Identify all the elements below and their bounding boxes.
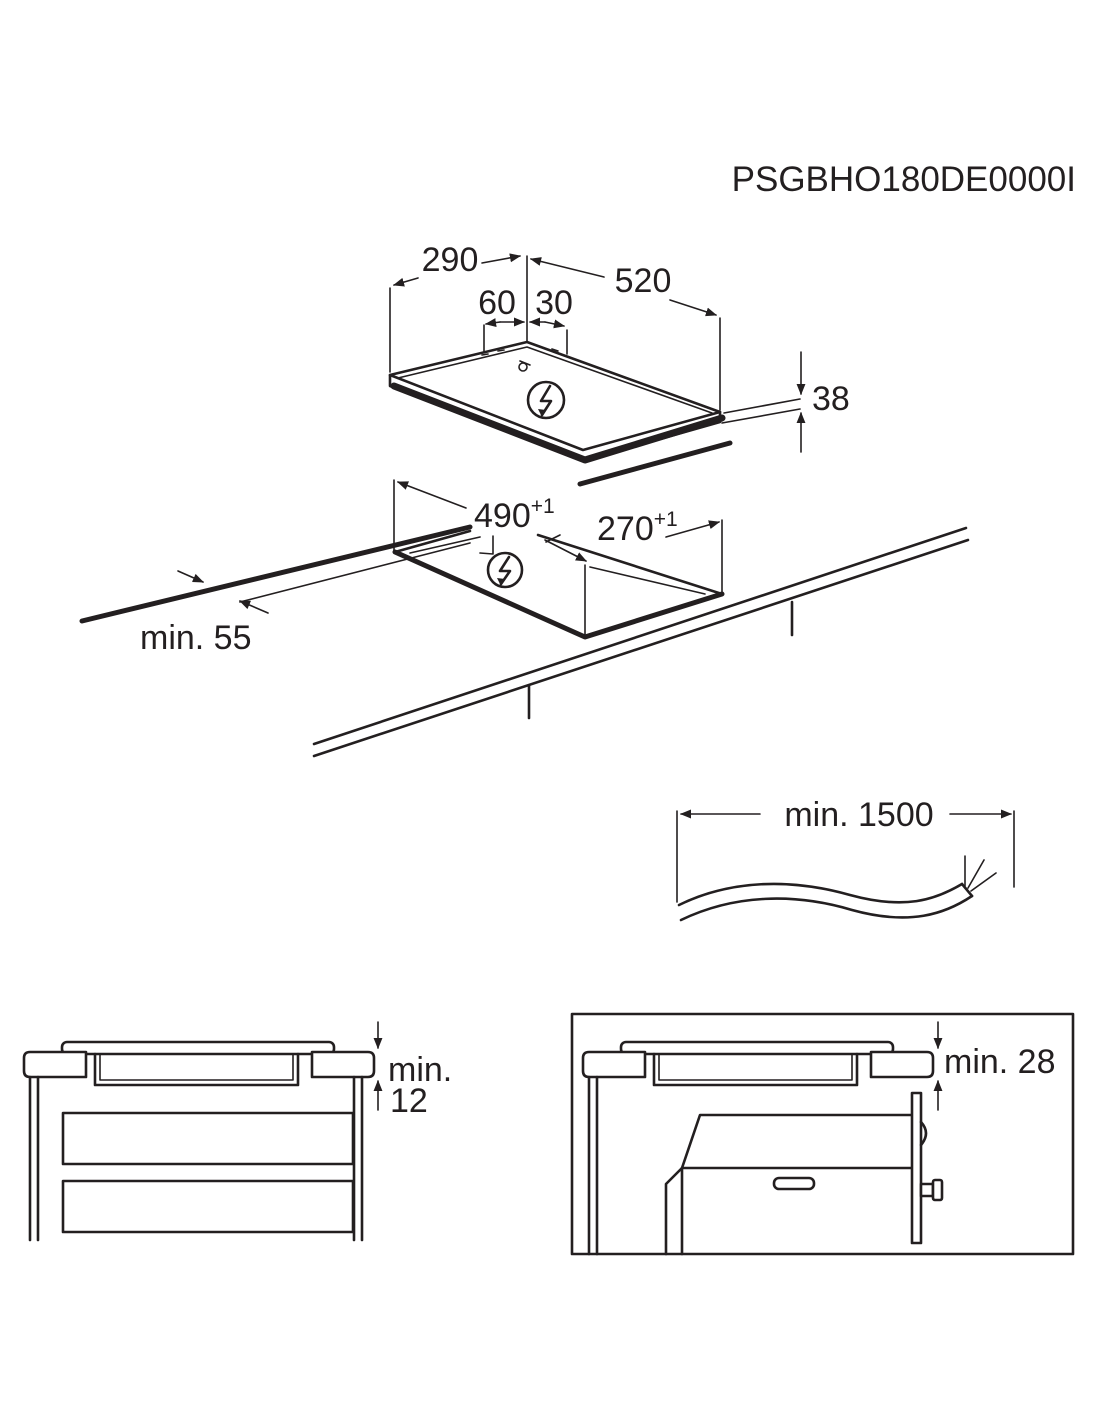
document-code: PSGBHO180DE0000I — [732, 160, 1076, 199]
hob-height-label: 38 — [812, 380, 850, 418]
cutout-depth-label: 490+1 — [474, 495, 555, 535]
hob-drawing: 290 520 60 30 38 — [388, 241, 850, 464]
hob-depth-label: 520 — [615, 262, 672, 300]
drawer-clearance-drawing: min. 12 — [22, 1021, 452, 1242]
electrical-hazard-icon-cutout — [486, 551, 524, 589]
oven-clearance-label: min. 28 — [944, 1043, 1056, 1081]
cable-drawing: min. 1500 — [676, 796, 1015, 922]
worktop-cutout-drawing: 490+1 270+1 min. 55 — [79, 440, 970, 758]
hob-width-label: 290 — [422, 241, 479, 279]
drawer-clearance-label-line1: min. — [388, 1051, 452, 1089]
cable-length-label: min. 1500 — [784, 796, 933, 834]
hob-offset-right-label: 30 — [535, 284, 573, 322]
edge-distance-label: min. 55 — [140, 619, 252, 657]
drawer-clearance-label-line2: 12 — [390, 1082, 428, 1120]
electrical-hazard-icon — [526, 380, 566, 420]
oven-clearance-drawing: min. 28 — [570, 1012, 1075, 1256]
cutout-width-label: 270+1 — [597, 508, 678, 548]
hob-offset-left-label: 60 — [478, 284, 516, 322]
